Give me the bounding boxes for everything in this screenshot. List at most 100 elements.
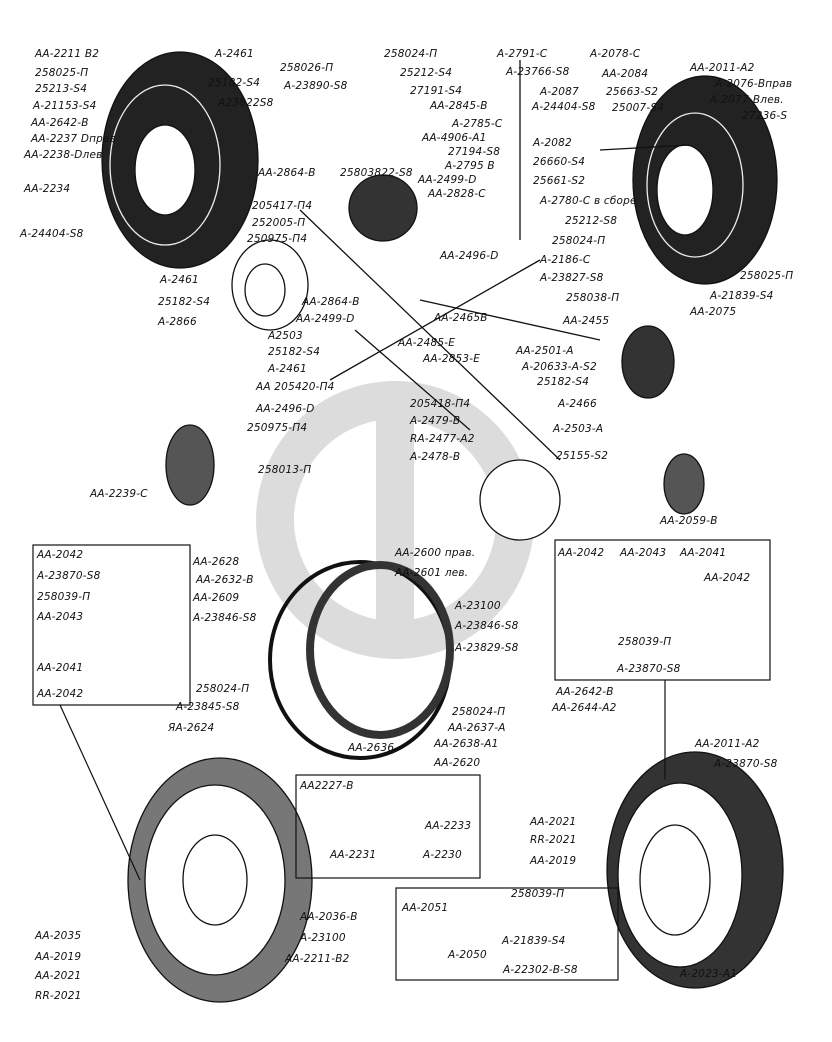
part-label: AA-2644-A2 [552, 702, 617, 714]
part-label: A-23100 [300, 932, 346, 944]
part-label: A-2866 [158, 316, 197, 328]
part-label: AA-2041 [37, 662, 84, 674]
part-label: 258024-П [552, 235, 606, 247]
part-label: AA-2601 лев. [395, 567, 469, 579]
part-label: AA-2496-D [440, 250, 499, 262]
part-label: AA-2499-D [418, 174, 477, 186]
part-label: 25212-S4 [400, 67, 453, 79]
part-label: 258025-П [740, 270, 794, 282]
part-label: AA-2211-B2 [285, 953, 350, 965]
part-label: AA-2231 [330, 849, 377, 861]
part-label: A-2461 [268, 363, 307, 375]
part-label: 25182-S4 [537, 376, 590, 388]
part-label: A-2795 B [445, 160, 495, 172]
part-label: 205417-П4 [252, 200, 313, 212]
part-label: AA-2485-E [398, 337, 456, 349]
part-label: 258025-П [35, 67, 89, 79]
part-label: AA-2636 [348, 742, 395, 754]
part-label: A-2466 [558, 398, 597, 410]
part-label: 250975-П4 [247, 422, 308, 434]
shoe-drum-center [479, 459, 561, 541]
part-label: A-22302-B-S8 [503, 964, 578, 976]
backing-plate-left [127, 757, 313, 1003]
part-label: A-21839-S4 [710, 290, 774, 302]
part-label: AA-2019 [530, 855, 577, 867]
part-label: A-2479-B [410, 415, 461, 427]
part-label: 25212-S8 [565, 215, 618, 227]
part-label: AA-2620 [434, 757, 481, 769]
detail-boxes [32, 539, 771, 981]
part-label: 27236-S [742, 110, 788, 122]
part-label: A-23846-S8 [455, 620, 519, 632]
part-label: AA-2042 [704, 572, 751, 584]
part-label: AA-2609 [193, 592, 240, 604]
part-label: AA-4906-A1 [422, 132, 487, 144]
part-label: AA-2600 прав. [395, 547, 476, 559]
part-label: A-2461 [215, 48, 254, 60]
ring-aa-2239 [165, 424, 215, 506]
part-label: 25182-S4 [208, 77, 261, 89]
backing-plate-right [606, 751, 784, 989]
part-label: AA-2864-B [258, 167, 316, 179]
part-label: A-2078-C [590, 48, 641, 60]
part-label: 258013-П [258, 464, 312, 476]
part-label: 252005-П [252, 217, 306, 229]
part-label: 25155-S2 [556, 450, 609, 462]
part-label: AA-2455 [563, 315, 610, 327]
pulley-drum [348, 174, 418, 242]
part-label: A-23890-S8 [284, 80, 348, 92]
part-label: AA-2628 [193, 556, 240, 568]
part-label: A-23829-S8 [455, 642, 519, 654]
part-label: 258026-П [280, 62, 334, 74]
part-label: AA-2041 [680, 547, 727, 559]
part-label: 258024-П [196, 683, 250, 695]
part-label: 250975-П4 [247, 233, 308, 245]
part-label: AA-2036-B [300, 911, 358, 923]
part-label: AA-2237 Dправ [31, 133, 117, 145]
part-label: 25663-S2 [606, 86, 659, 98]
part-label: 26660-S4 [533, 156, 586, 168]
part-label: A-2230 [423, 849, 462, 861]
part-label: AA-2233 [425, 820, 472, 832]
part-label: 25803822-S8 [340, 167, 413, 179]
part-label: A-23870-S8 [714, 758, 778, 770]
part-label: A-21153-S4 [33, 100, 97, 112]
part-label: AA-2084 [602, 68, 649, 80]
part-label: AA-2501-A [516, 345, 574, 357]
part-label: A-2023-A1 [680, 968, 738, 980]
part-label: AA-2642-B [31, 117, 89, 129]
part-label: A-23827-S8 [540, 272, 604, 284]
part-label: AA-2042 [37, 549, 84, 561]
part-label: AA-2042 [37, 688, 84, 700]
part-label: 25182-S4 [158, 296, 211, 308]
part-label: 258039-П [511, 888, 565, 900]
part-label: AA-2238-Dлев [24, 149, 103, 161]
part-label: 27191-S4 [410, 85, 463, 97]
part-label: AA-2019 [35, 951, 82, 963]
part-label: AA-2043 [620, 547, 667, 559]
brake-drum-front-right [632, 75, 778, 285]
part-label: AA2227-B [300, 780, 354, 792]
part-label: AA-2642-B [556, 686, 614, 698]
part-label: A-2050 [448, 949, 487, 961]
part-label: AA-2211 B2 [35, 48, 100, 60]
part-label: 258038-П [566, 292, 620, 304]
part-label: A-21839-S4 [502, 935, 566, 947]
part-label: AA-2051 [402, 902, 449, 914]
part-label: A-2791-C [497, 48, 548, 60]
part-label: AA-2864-B [302, 296, 360, 308]
part-label: A-20633-A-S2 [522, 361, 597, 373]
part-label: A-2186-C [540, 254, 591, 266]
part-label: A2503 [268, 330, 303, 342]
part-label: A-2503-A [553, 423, 604, 435]
part-label: RR-2021 [530, 834, 577, 846]
part-label: AA-2638-A1 [434, 738, 499, 750]
part-label: AA-2239-C [90, 488, 148, 500]
part-label: AA-2075 [690, 306, 737, 318]
ring-aa-2059 [663, 453, 705, 515]
part-label: AA-2853-E [423, 353, 481, 365]
part-label: A23822S8 [218, 97, 274, 109]
part-label: A-23846-S8 [193, 612, 257, 624]
